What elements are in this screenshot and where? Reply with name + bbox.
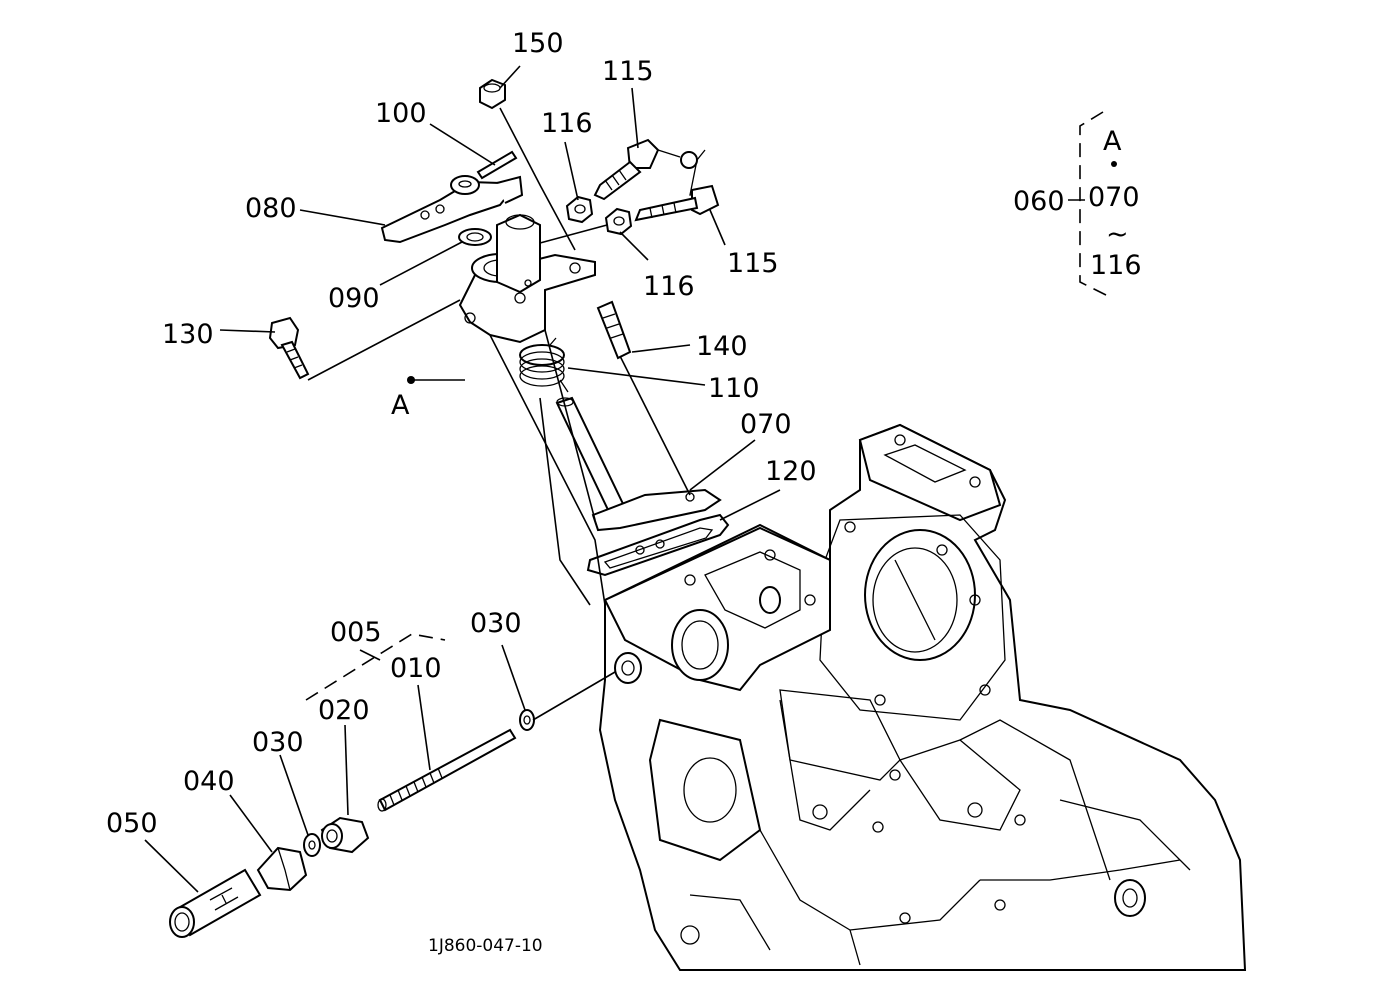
nut-116-bottom [604,207,633,236]
legend-to-116: 116 [1090,250,1142,281]
governor-shaft-070 [555,396,722,532]
spring-110 [519,337,569,393]
legend-group-060: 060 [1013,186,1065,217]
lever-080 [380,175,524,244]
seal-090 [458,228,492,246]
callout-080: 080 [245,193,297,224]
callout-115-bottom: 115 [727,248,779,279]
pin-100 [476,150,518,180]
callout-130: 130 [162,319,214,350]
gasket-120 [586,513,730,577]
leader-lines [144,65,1085,893]
callout-labels: 150 115 100 116 080 090 116 115 130 140 … [106,28,817,839]
callout-090: 090 [328,283,380,314]
callout-116-bottom: 116 [643,271,695,302]
assembly-lines-governor [307,107,691,606]
bolt-115-bottom [634,184,720,222]
bolt-115-top [593,138,706,201]
callout-005: 005 [330,617,382,648]
drawing-number: 1J860-047-10 [428,936,543,956]
legend-a-dot [1111,161,1117,167]
callout-110: 110 [708,373,760,404]
legend-range-symbol: ~ [1106,219,1129,250]
callout-116-top: 116 [541,108,593,139]
cover-050 [169,868,262,938]
adjust-bolt-010 [377,728,517,812]
assembly-lines-adjust [532,671,616,721]
legend-from-070: 070 [1088,182,1140,213]
ref-a-dot [407,376,415,384]
cap-nut-040 [256,846,308,892]
legend-ref-a: A [1103,126,1122,157]
callout-040: 040 [183,766,235,797]
group-bracket-060 [1079,111,1109,297]
bolt-130 [268,316,310,380]
governor-cover [458,213,596,344]
callout-010: 010 [390,653,442,684]
washer-030-bottom [303,833,321,857]
callout-ref-a: A [391,390,410,421]
group-legend: A 060 070 ~ 116 [1013,126,1142,281]
callout-030-bottom: 030 [252,727,304,758]
callout-140: 140 [696,331,748,362]
callout-070: 070 [740,409,792,440]
flange-nut-150 [479,78,506,110]
nut-116-top [565,195,594,224]
nut-020 [320,816,370,854]
stud-140 [596,300,632,360]
callout-115-top: 115 [602,56,654,87]
callout-050: 050 [106,808,158,839]
callout-150: 150 [512,28,564,59]
callout-100: 100 [375,98,427,129]
gear-case-housing [598,423,1247,971]
callout-120: 120 [765,456,817,487]
callout-020: 020 [318,695,370,726]
callout-030-top: 030 [470,608,522,639]
washer-030-top [519,709,535,731]
